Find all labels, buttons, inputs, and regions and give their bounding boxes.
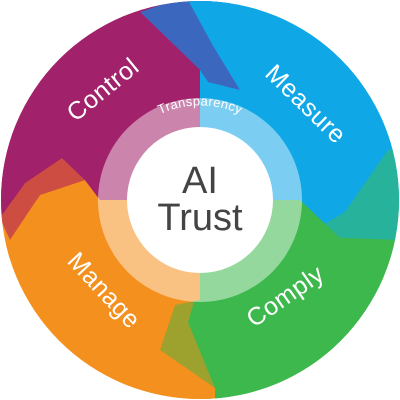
center-circle	[127, 127, 273, 273]
arrow-measure-to-comply	[318, 148, 399, 240]
ring-label-path: Transparency	[155, 93, 244, 117]
center-title-line2: Trust	[157, 197, 243, 239]
arrow-comply-to-manage	[160, 298, 215, 388]
ring-label: Transparency	[155, 93, 245, 117]
arrow-manage-to-control	[1, 158, 85, 240]
center-title-line1: AI	[182, 160, 218, 202]
